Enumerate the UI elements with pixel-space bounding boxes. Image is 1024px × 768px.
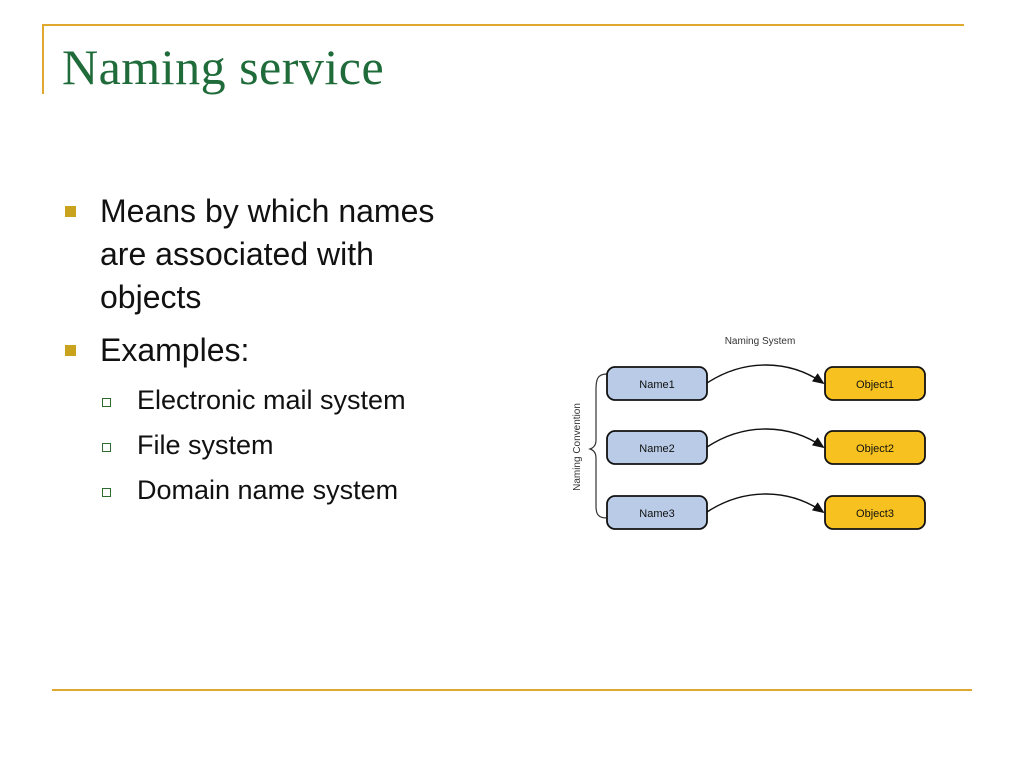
bullet-line: objects	[100, 279, 202, 315]
naming-convention-label: Naming Convention	[572, 403, 583, 491]
name-box-label: Name3	[639, 508, 674, 520]
bottom-rule	[52, 689, 972, 691]
object-box	[824, 366, 926, 401]
square-bullet-icon	[65, 345, 76, 356]
mapping-arrow	[706, 428, 825, 449]
bullet-list: Means by which names are associated with…	[62, 190, 532, 513]
sub-bullet-item: Domain name system	[62, 468, 532, 513]
object-box	[824, 495, 926, 530]
sub-bullet-item: File system	[62, 423, 532, 468]
name-box	[606, 495, 708, 530]
hollow-square-bullet-icon	[102, 488, 111, 497]
hollow-square-bullet-icon	[102, 443, 111, 452]
mapping-arrow	[706, 364, 825, 385]
object-box-label: Object3	[856, 508, 894, 520]
object-box	[824, 430, 926, 465]
curly-brace	[588, 373, 608, 519]
naming-system-diagram: Naming System Naming Convention Name1 Ob…	[572, 336, 926, 530]
name-box-label: Name1	[639, 379, 674, 391]
left-rule	[42, 24, 44, 94]
bullet-item-examples: Examples:	[62, 329, 532, 372]
bullet-item-definition: Means by which names are associated with…	[62, 190, 532, 319]
name-box	[606, 430, 708, 465]
object-box-label: Object2	[856, 443, 894, 455]
name-box-label: Name2	[639, 443, 674, 455]
object-box-label: Object1	[856, 379, 894, 391]
sub-bullet-list: Electronic mail system File system Domai…	[62, 378, 532, 513]
mapping-arrow	[706, 493, 825, 514]
bullet-line: Examples:	[100, 332, 250, 368]
slide-title: Naming service	[62, 39, 385, 95]
name-box	[606, 366, 708, 401]
top-rule	[42, 24, 964, 26]
square-bullet-icon	[65, 206, 76, 217]
diagram-title: Naming System	[725, 336, 796, 347]
sub-bullet-item: Electronic mail system	[62, 378, 532, 423]
bullet-line: Means by which names	[100, 193, 435, 229]
hollow-square-bullet-icon	[102, 398, 111, 407]
bullet-line: are associated with	[100, 236, 374, 272]
